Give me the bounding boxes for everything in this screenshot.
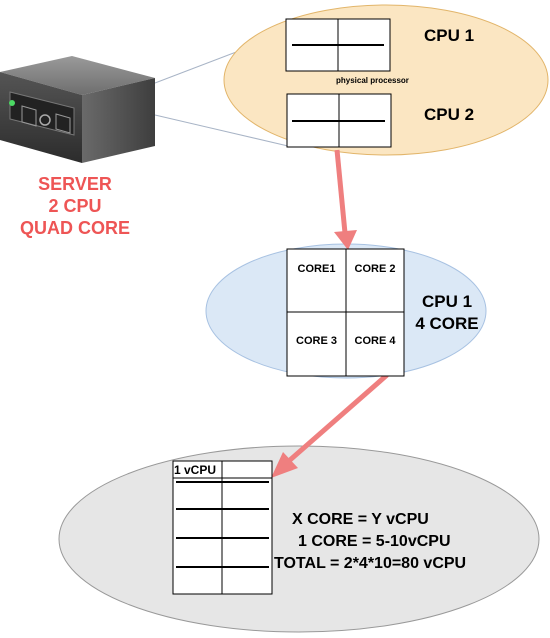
cpu-2-chip — [286, 93, 392, 148]
equation-1: X CORE = Y vCPU — [292, 511, 429, 528]
server-label-line-3: QUAD CORE — [19, 218, 130, 238]
cpu-detail-label-line-1: CPU 1 — [421, 292, 473, 311]
vcpu-grid — [172, 460, 273, 595]
equation-3: TOTAL = 2*4*10=80 vCPU — [274, 555, 467, 572]
arrow-cpu-to-cores — [334, 149, 357, 250]
cpu-detail-label: CPU 1 4 CORE — [412, 291, 482, 335]
arrow-cores-to-vcpus — [271, 373, 389, 478]
server-connector-bottom — [154, 114, 289, 147]
server-label-line-2: 2 CPU — [48, 196, 102, 216]
core-grid — [286, 248, 405, 377]
core-3-label: CORE 3 — [296, 335, 337, 347]
server-label: SERVER 2 CPU QUAD CORE — [0, 173, 150, 239]
cpu-2-label: CPU 2 — [424, 105, 475, 124]
cpu-detail-label-line-2: 4 CORE — [415, 314, 479, 333]
cpu-1-label: CPU 1 — [424, 26, 475, 45]
core-2-label: CORE 2 — [354, 263, 396, 275]
core-4-label: CORE 4 — [354, 335, 396, 347]
equation-2: 1 CORE = 5-10vCPU — [298, 533, 451, 550]
physical-processor-caption: physical processor — [336, 76, 409, 85]
server-label-line-1: SERVER — [38, 174, 112, 194]
cpu-1-chip — [285, 18, 391, 72]
core-1-label: CORE1 — [297, 263, 336, 275]
vcpu-cell-label: 1 vCPU — [174, 463, 217, 477]
server-icon — [0, 56, 155, 163]
